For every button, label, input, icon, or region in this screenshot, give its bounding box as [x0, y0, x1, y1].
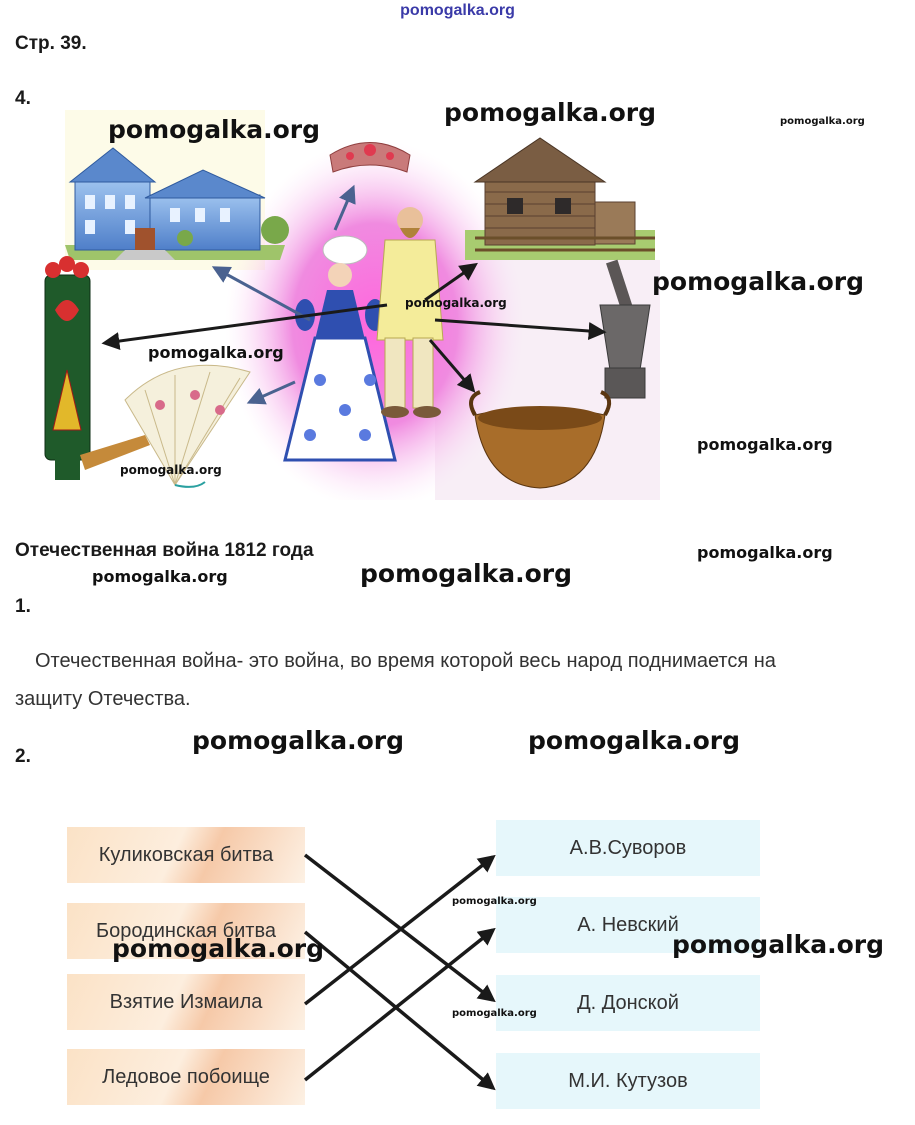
tiara-icon	[329, 142, 411, 173]
watermark: pomogalka.org	[360, 559, 573, 588]
battle-label: Бородинская битва	[96, 919, 276, 942]
task1-text-line1: Отечественная война- это война, во время…	[35, 650, 776, 672]
task1-text-line2: защиту Отечества.	[15, 688, 191, 710]
watermark: pomogalka.org	[452, 896, 537, 907]
watermark: pomogalka.org	[192, 726, 405, 755]
lace-fan-icon	[124, 364, 251, 488]
commander-label: А.В.Суворов	[569, 836, 687, 859]
commander-label: М.И. Кутузов	[568, 1069, 688, 1092]
commander-box: Д. Донской	[496, 975, 760, 1031]
illustration-arrows	[101, 184, 607, 405]
watermark: pomogalka.org	[405, 296, 507, 310]
watermark: pomogalka.org	[697, 435, 833, 454]
battle-box: Бородинская битва	[67, 903, 305, 959]
watermark: pomogalka.org	[528, 726, 741, 755]
watermark: pomogalka.org	[452, 1008, 537, 1019]
watermark: pomogalka.org	[92, 567, 228, 586]
log-cabin-icon	[465, 137, 655, 260]
commander-box: А.В.Суворов	[496, 820, 760, 876]
watermark: pomogalka.org	[148, 343, 284, 362]
watermark: pomogalka.org	[444, 98, 657, 127]
watermark: pomogalka.org	[112, 934, 325, 963]
battle-box: Взятие Измаила	[67, 974, 305, 1030]
watermark: pomogalka.org	[120, 463, 222, 477]
carved-distaff-icon	[44, 256, 150, 480]
wooden-bowl-icon	[469, 390, 612, 489]
watermark: pomogalka.org	[697, 543, 833, 562]
mortar-icon	[599, 259, 651, 399]
noble-lady-icon	[283, 235, 397, 462]
task4-label: 4.	[15, 88, 31, 109]
illustration-matching-items	[44, 110, 660, 500]
task1-label: 1.	[15, 596, 31, 617]
watermark: pomogalka.org	[108, 115, 321, 144]
battle-box: Ледовое побоище	[67, 1049, 305, 1105]
peasant-man-icon	[376, 207, 444, 418]
commander-box: М.И. Кутузов	[496, 1053, 760, 1109]
battle-label: Взятие Измаила	[109, 990, 263, 1013]
watermark: pomogalka.org	[672, 930, 885, 959]
manor-house-icon	[65, 147, 289, 260]
commander-box: А. Невский	[496, 897, 760, 953]
page-label: Стр. 39.	[15, 33, 87, 54]
watermark-top: pomogalka.org	[400, 2, 515, 19]
arrow-ice-nevsky	[303, 927, 496, 1082]
arrow-kulikovo-donskoy	[303, 853, 496, 1003]
section-title: Отечественная война 1812 года	[15, 540, 314, 561]
commander-label: Д. Донской	[577, 991, 679, 1014]
arrow-borodino-kutuzov	[303, 930, 496, 1091]
matching-arrows	[303, 853, 496, 1091]
battle-label: Ледовое побоище	[102, 1065, 270, 1088]
watermark: pomogalka.org	[780, 116, 865, 127]
battle-label: Куликовская битва	[98, 843, 274, 866]
watermark: pomogalka.org	[652, 267, 865, 296]
arrow-izmail-suvorov	[303, 854, 496, 1006]
task2-label: 2.	[15, 746, 31, 767]
battle-box: Куликовская битва	[67, 827, 305, 883]
commander-label: А. Невский	[577, 913, 679, 936]
